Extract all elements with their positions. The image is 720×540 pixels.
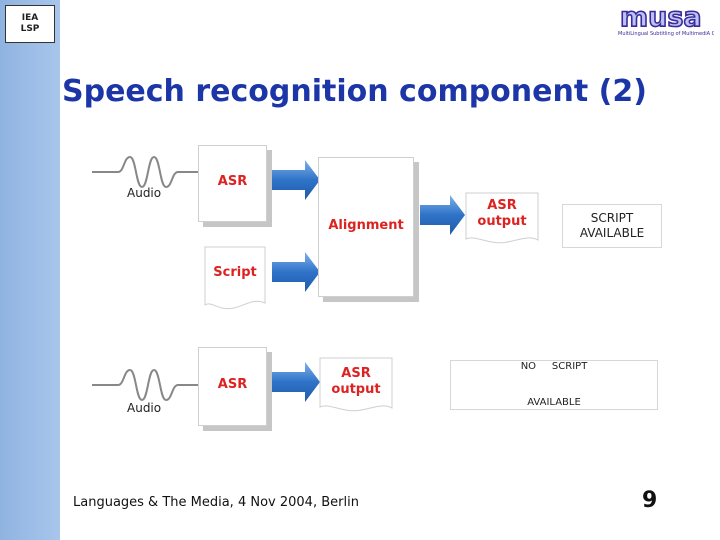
script-document-shape [204,246,266,310]
script-label: Script [213,265,257,280]
iea-lsp-logo: IEA LSP [5,5,55,43]
asr-box-lower: ASR [198,347,267,426]
arrow-script-to-alignment [272,252,320,292]
asr-output-upper-label: ASR output [466,198,538,230]
audio-wave-lower [92,368,200,402]
arrow-alignment-to-output [420,195,465,235]
musa-logo-brand: musa [619,1,702,34]
asr-output-upper-line2: output [477,214,527,229]
audio-label-upper: Audio [127,186,162,200]
asr-box-upper-label: ASR [217,174,248,189]
asr-output-lower-line1: ASR [341,366,371,381]
status-no-script-available: NO SCRIPT AVAILABLE [450,360,658,410]
arrow-asr-to-output-lower [272,362,320,402]
alignment-box: Alignment [318,157,414,297]
audio-label-lower: Audio [127,401,162,415]
footer-text: Languages & The Media, 4 Nov 2004, Berli… [73,495,359,510]
status-available-line2: AVAILABLE [579,226,645,240]
asr-output-lower-line2: output [331,382,381,397]
sidebar-band [0,0,60,540]
musa-logo-tagline: MultiLingual Subtitling of MultimediA Co… [618,31,714,37]
status-no-script-line1: NO SCRIPT [520,361,588,372]
status-no-script-line2: AVAILABLE [527,397,581,408]
status-available-line1: SCRIPT [590,211,634,225]
status-script-available: SCRIPT AVAILABLE [562,204,662,248]
logo-left-line1: IEA [21,13,39,23]
logo-left-line2: LSP [20,24,40,34]
musa-logo: musa MultiLingual Subtitling of Multimed… [618,1,714,40]
arrow-asr-to-alignment [272,160,320,200]
page-number: 9 [642,488,658,513]
asr-output-upper-line1: ASR [487,198,517,213]
alignment-label: Alignment [328,218,404,233]
asr-output-lower-label: ASR output [320,366,392,398]
asr-output-document-upper [465,192,539,244]
slide-title: Speech recognition component (2) [62,74,647,109]
asr-box-upper: ASR [198,145,267,222]
asr-box-lower-label: ASR [217,377,248,392]
audio-wave-upper [92,155,200,189]
asr-output-document-lower [319,357,393,412]
